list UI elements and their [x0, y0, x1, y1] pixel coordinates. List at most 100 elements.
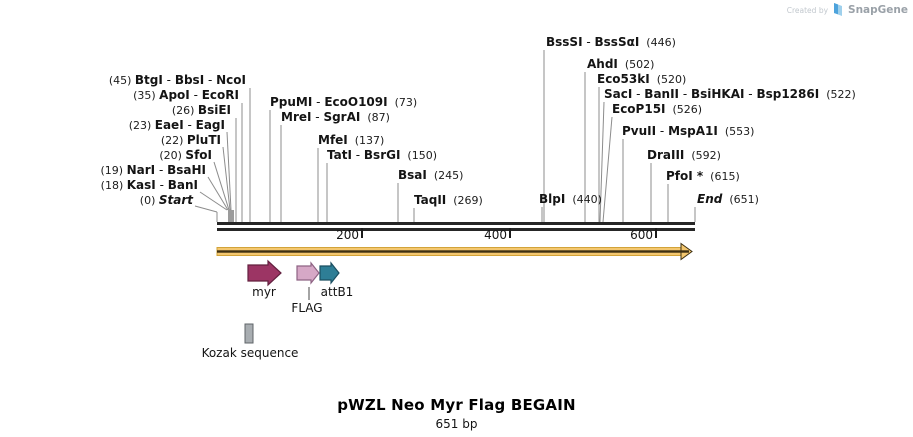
site-label-mfei[interactable]: MfeI (137) — [318, 133, 384, 148]
site-position: (19) — [100, 164, 127, 177]
site-label-pfoi[interactable]: PfoI * (615) — [666, 169, 740, 184]
enzyme-name: BssSI — [546, 35, 583, 49]
site-position: (440) — [565, 193, 602, 206]
site-position: (73) — [387, 96, 418, 109]
site-position: (520) — [649, 73, 687, 86]
site-label-ecop15i[interactable]: EcoP15I (526) — [612, 102, 702, 117]
ruler-tick-label: 600 — [630, 228, 653, 242]
enzyme-name: BanII — [644, 87, 680, 101]
feature-arrow-flag[interactable] — [296, 261, 320, 285]
enzyme-name: NcoI — [216, 73, 246, 87]
feature-label-kozak-sequence[interactable]: Kozak sequence — [201, 346, 299, 360]
enzyme-name: MreI — [281, 110, 312, 124]
site-label-start[interactable]: (0) Start — [140, 193, 193, 208]
site-position: (526) — [665, 103, 703, 116]
enzyme-name: SacI — [604, 87, 633, 101]
enzyme-name: BanI — [167, 178, 198, 192]
sequence-bar-top[interactable] — [217, 222, 695, 225]
sequence-bar-bottom[interactable] — [217, 228, 695, 231]
site-label-saci[interactable]: SacI - BanII - BsiHKAI - Bsp1286I (522) — [604, 87, 856, 102]
site-label-taqii[interactable]: TaqII (269) — [414, 193, 483, 208]
title-block: pWZL Neo Myr Flag BEGAIN 651 bp — [0, 396, 913, 431]
site-position: (18) — [100, 179, 127, 192]
site-label-bsssi[interactable]: BssSI - BssSαI (446) — [546, 35, 676, 50]
enzyme-name: MfeI — [318, 133, 348, 147]
enzyme-name: EaeI — [154, 118, 184, 132]
enzyme-name: EcoP15I — [612, 102, 666, 116]
site-label-blpi[interactable]: BlpI (440) — [539, 192, 602, 207]
site-leader-line — [226, 131, 232, 211]
site-position: (87) — [360, 111, 390, 124]
site-label-apoi[interactable]: (35) ApoI - EcoRI — [133, 88, 239, 103]
enzyme-name: BbsI — [174, 73, 205, 87]
site-label-btgi[interactable]: (45) BtgI - BbsI - NcoI — [109, 73, 246, 88]
site-label-bsai[interactable]: BsaI (245) — [398, 168, 463, 183]
enzyme-name: Bsp1286I — [756, 87, 820, 101]
ruler-tick — [361, 228, 363, 238]
site-position: (45) — [108, 74, 135, 87]
site-label-pvuii[interactable]: PvuII - MspA1I (553) — [622, 124, 754, 139]
site-position: (22) — [160, 134, 187, 147]
map-title: pWZL Neo Myr Flag BEGAIN — [337, 396, 576, 414]
ruler-tick-label: 200 — [336, 228, 359, 242]
enzyme-name: Start — [158, 193, 193, 207]
ruler-tick-label: 400 — [484, 228, 507, 242]
site-position: (615) — [703, 170, 740, 183]
site-label-ahdi[interactable]: AhdI (502) — [587, 57, 654, 72]
enzyme-name: KasI — [126, 178, 156, 192]
site-label-eco53ki[interactable]: Eco53kI (520) — [597, 72, 686, 87]
site-position: (137) — [347, 134, 385, 147]
site-position: (553) — [717, 125, 755, 138]
site-leader-line — [602, 116, 613, 223]
separator: - — [311, 110, 324, 124]
watermark: Created by SnapGene — [787, 3, 908, 17]
site-position: (0) — [139, 194, 159, 207]
site-label-bsiei[interactable]: (26) BsiEI — [172, 103, 231, 118]
separator: - — [582, 35, 595, 49]
enzyme-name: EcoRI — [201, 88, 239, 102]
separator: - — [204, 73, 217, 87]
site-leader-line — [199, 191, 228, 211]
site-leader-line — [599, 101, 605, 223]
enzyme-name: BsiHKAI — [690, 87, 745, 101]
enzyme-name: MspA1I — [668, 124, 718, 138]
separator: - — [744, 87, 757, 101]
site-position: (269) — [446, 194, 483, 207]
enzyme-name: PvuII — [622, 124, 657, 138]
site-label-nari[interactable]: (19) NarI - BsaHI — [101, 163, 206, 178]
site-label-eaei[interactable]: (23) EaeI - EagI — [129, 118, 225, 133]
separator: - — [183, 118, 196, 132]
site-position: (245) — [426, 169, 464, 182]
map-length: 651 bp — [435, 417, 478, 431]
site-label-sfoi[interactable]: (20) SfoI — [159, 148, 212, 163]
feature-box-kozak-sequence[interactable] — [244, 323, 254, 344]
site-label-pluti[interactable]: (22) PluTI — [161, 133, 221, 148]
enzyme-name: DraIII — [647, 148, 685, 162]
separator: - — [155, 163, 168, 177]
site-position: (592) — [684, 149, 721, 162]
enzyme-name: BsrGI — [363, 148, 401, 162]
feature-arrow-myr[interactable] — [247, 259, 282, 287]
site-label-kasi[interactable]: (18) KasI - BanI — [101, 178, 198, 193]
enzyme-name: BsiEI — [197, 103, 231, 117]
site-label-end[interactable]: End (651) — [697, 192, 759, 207]
enzyme-name: PpuMI — [270, 95, 313, 109]
feature-label-attb1[interactable]: attB1 — [320, 285, 354, 299]
enzyme-name: NarI — [126, 163, 156, 177]
enzyme-name: ApoI — [159, 88, 190, 102]
separator: - — [162, 73, 175, 87]
separator: - — [155, 178, 168, 192]
site-label-mrei[interactable]: MreI - SgrAI (87) — [281, 110, 390, 125]
site-leader-line — [207, 176, 229, 211]
site-label-tati[interactable]: TatI - BsrGI (150) — [327, 148, 437, 163]
site-position: (651) — [722, 193, 759, 206]
enzyme-name: BsaI — [398, 168, 427, 182]
feature-label-myr[interactable]: myr — [252, 285, 276, 299]
feature-arrow-attb1[interactable] — [319, 261, 340, 285]
enzyme-name: BtgI — [134, 73, 163, 87]
feature-label-flag[interactable]: FLAG — [291, 301, 323, 315]
site-label-ppumi[interactable]: PpuMI - EcoO109I (73) — [270, 95, 417, 110]
watermark-brand: SnapGene — [848, 4, 908, 16]
site-label-draiii[interactable]: DraIII (592) — [647, 148, 721, 163]
